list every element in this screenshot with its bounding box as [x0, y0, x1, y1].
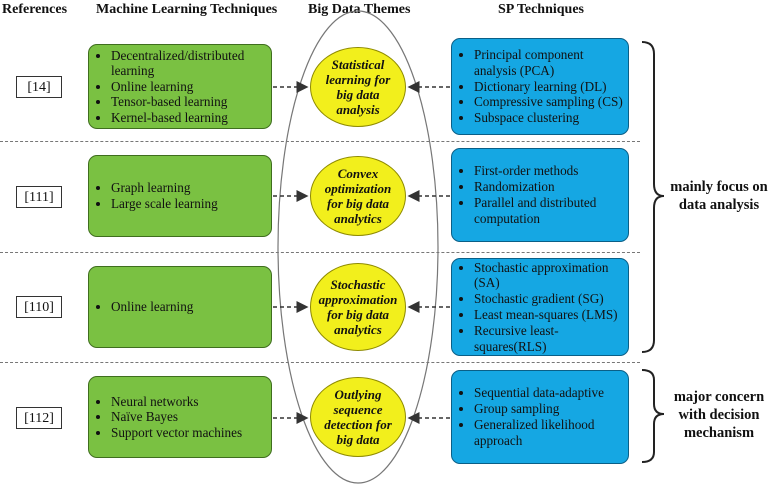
- sp-techniques-box: Sequential data-adaptive Group sampling …: [451, 370, 629, 464]
- sp-technique-item: First-order methods: [474, 163, 624, 179]
- sp-technique-item: Randomization: [474, 179, 624, 195]
- ml-technique-item: Tensor-based learning: [111, 94, 267, 110]
- sp-technique-item: Subspace clustering: [474, 110, 624, 126]
- sp-technique-item: Parallel and distributed computation: [474, 195, 624, 227]
- sp-technique-item: Generalized likelihood approach: [474, 417, 624, 449]
- ml-technique-item: Graph learning: [111, 180, 218, 196]
- ml-technique-item: Naïve Bayes: [111, 409, 242, 425]
- sp-techniques-box: Principal component analysis (PCA) Dicti…: [451, 38, 629, 135]
- sp-technique-item: Principal component analysis (PCA): [474, 47, 624, 79]
- header-sp-techniques: SP Techniques: [498, 2, 584, 17]
- ml-technique-item: Large scale learning: [111, 196, 218, 212]
- sp-technique-item: Compressive sampling (CS): [474, 94, 624, 110]
- row-separator: [0, 141, 640, 142]
- bracket-decision: [641, 369, 665, 463]
- big-data-theme: Convex optimization for big data analyti…: [310, 156, 406, 236]
- themes-outer-ellipse: [277, 10, 439, 484]
- sp-technique-item: Stochastic gradient (SG): [474, 291, 624, 307]
- sp-technique-item: Group sampling: [474, 401, 624, 417]
- sp-technique-item: Sequential data-adaptive: [474, 385, 624, 401]
- ml-techniques-box: Graph learning Large scale learning: [88, 155, 272, 237]
- sp-technique-item: Least mean-squares (LMS): [474, 307, 624, 323]
- sp-technique-item: Stochastic approximation (SA): [474, 260, 624, 292]
- ml-technique-item: Decentralized/distributed learning: [111, 48, 267, 79]
- big-data-theme: Stochastic approximation for big data an…: [310, 263, 406, 351]
- header-ml-techniques: Machine Learning Techniques: [96, 2, 278, 17]
- ml-technique-item: Online learning: [111, 299, 193, 315]
- sp-techniques-box: First-order methods Randomization Parall…: [451, 148, 629, 242]
- big-data-theme: Outlying sequence detection for big data: [310, 377, 406, 457]
- bracket-analysis: [641, 41, 665, 353]
- sp-technique-item: Dictionary learning (DL): [474, 79, 624, 95]
- ml-technique-item: Kernel-based learning: [111, 110, 267, 126]
- ml-techniques-box: Online learning: [88, 266, 272, 348]
- ml-technique-item: Support vector machines: [111, 425, 242, 441]
- row-separator: [0, 362, 640, 363]
- reference-label: [111]: [16, 186, 62, 208]
- reference-label: [14]: [16, 76, 62, 98]
- row-separator: [0, 252, 640, 253]
- sp-technique-item: Recursive least-squares(RLS): [474, 323, 624, 355]
- sp-techniques-box: Stochastic approximation (SA) Stochastic…: [451, 258, 629, 356]
- big-data-theme: Statistical learning for big data analys…: [310, 47, 406, 127]
- ml-technique-item: Neural networks: [111, 394, 242, 410]
- side-label-decision: major concern with decision mechanism: [673, 389, 765, 441]
- ml-technique-item: Online learning: [111, 79, 267, 95]
- header-big-data-themes: Big Data Themes: [308, 2, 411, 17]
- ml-techniques-box: Decentralized/distributed learning Onlin…: [88, 44, 272, 129]
- side-label-analysis: mainly focus on data analysis: [670, 179, 768, 213]
- header-references: References: [2, 2, 68, 17]
- ml-techniques-box: Neural networks Naïve Bayes Support vect…: [88, 376, 272, 458]
- reference-label: [110]: [16, 296, 62, 318]
- reference-label: [112]: [16, 407, 62, 429]
